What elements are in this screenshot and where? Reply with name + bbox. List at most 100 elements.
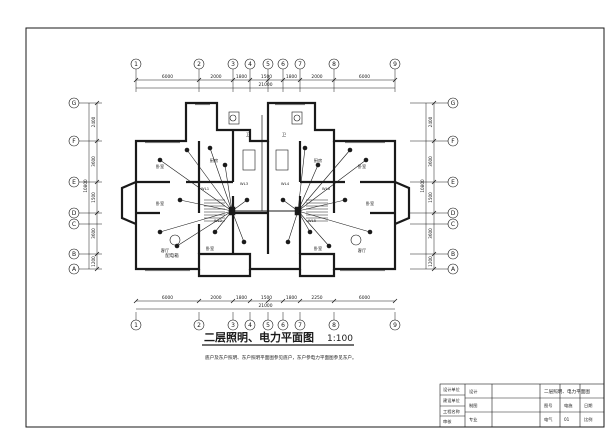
circuit-wire [231,210,245,243]
axis-label-row-B: B [72,251,76,258]
axis-label-col-6: 6 [281,322,285,329]
room-label-12: 配电箱 [165,252,179,259]
circuit-wire [297,210,311,233]
tb-cell-3: 审核 [443,418,452,425]
dim-top-seg-6: 6000 [359,74,370,80]
room-label-10: 卧室 [206,245,214,252]
bathtub-left [242,149,256,171]
room-label-9: 客厅 [358,247,366,254]
tb-cell-a: 图号 [544,403,552,409]
dim-right-seg-0: 2400 [428,116,433,127]
circuit-wire [297,199,346,212]
fixture-point [347,147,353,153]
circuit-label-WL6: WL6 [322,186,331,191]
dim-top-tick [392,77,398,83]
circuit-label-WL2: WL2 [214,218,223,223]
title-block [439,383,605,428]
fixture-right-basin [293,114,301,122]
bathtub-right [275,149,289,171]
dim-left-total: 10800 [83,179,88,193]
tb-drawing-name: 二层照明、电力平面图 [544,388,590,395]
axis-label-col-5: 5 [266,322,270,329]
axis-label-row-B: B [451,251,455,258]
axis-label-col-3: 3 [231,61,235,68]
axis-label-row-D: D [451,210,456,217]
fixture-point [184,147,190,153]
fixture-point [212,229,218,235]
circuit-wire [297,164,319,212]
dim-left-tick [94,138,100,144]
dim-bottom-tick [230,298,236,304]
drawing-scale: 1:100 [327,334,353,344]
dim-top-seg-1: 2000 [210,74,221,80]
circuit-wire [179,199,233,212]
balcony-right [298,269,336,278]
circuit-wire [159,210,233,233]
fixture-point [157,157,163,163]
fixture-point [280,197,286,203]
fixture-right [291,111,303,125]
axis-label-col-2: 2 [197,322,201,329]
fixture-left-basin [229,114,237,122]
dim-bottom-tick [297,298,303,304]
dim-left-seg-4: 1200 [91,256,96,267]
dim-right-seg-1: 3600 [428,156,433,167]
dim-top-seg-2: 1800 [236,74,247,80]
fixture-point [241,239,247,245]
dim-top-total: 21000 [259,82,273,88]
axis-label-row-A: A [451,266,456,273]
dim-bottom-tick [196,298,202,304]
dim-bottom-tick [331,298,337,304]
circuit-wire [287,210,299,243]
dim-right-tick [431,100,437,106]
axis-label-row-G: G [451,100,456,107]
wiring [157,115,373,249]
axis-label-col-1: 1 [134,61,138,68]
bay-left [120,180,137,226]
outer-wall [134,101,397,271]
dim-left-tick [94,179,100,185]
dim-bottom-tick [265,298,271,304]
fixture-point [244,197,250,203]
room-label-8: 客厅 [161,247,169,254]
dim-right-tick [431,266,437,272]
circuit-wire [224,164,233,212]
dim-left-tick [94,100,100,106]
tb-cell-f: 比例 [584,416,592,423]
dim-left-seg-2: 1500 [91,192,96,203]
fixture-point [302,145,308,151]
axis-label-col-4: 4 [248,322,252,329]
axis-label-row-A: A [72,266,77,273]
axis-label-col-4: 4 [248,61,252,68]
dim-right-seg-4: 1200 [428,256,433,267]
circuit-wire [176,210,233,247]
fixture-point [315,162,321,168]
tb-cell-2: 工程名称 [443,408,460,415]
dim-bottom-tick [133,298,139,304]
circuit-wire [186,149,233,212]
circuit-wire [159,159,233,212]
dim-left-tick [94,251,100,257]
room-label-7: 卧室 [366,200,374,207]
dim-right-tick [431,179,437,185]
circuit-wire [297,210,330,247]
dim-left-seg-3: 3600 [91,228,96,239]
tb-cell-4: 设计 [469,388,477,395]
dim-top-seg-3: 1500 [261,74,272,80]
fixture-point [363,157,369,163]
dim-bottom-tick [247,298,253,304]
fixture-point [326,243,332,249]
axis-label-row-D: D [72,210,77,217]
tb-cell-d: 电气 [544,416,553,422]
axis-label-row-G: G [72,100,77,107]
axis-label-col-8: 8 [332,61,336,68]
dim-right-total: 10800 [420,179,425,193]
dim-top-tick [297,77,303,83]
axis-label-col-3: 3 [231,322,235,329]
dim-top-tick [133,77,139,83]
ceiling-fan-right [350,234,362,246]
axis-label-col-8: 8 [332,322,336,329]
axis-label-col-6: 6 [281,61,285,68]
dim-bottom-seg-0: 6000 [162,295,173,301]
